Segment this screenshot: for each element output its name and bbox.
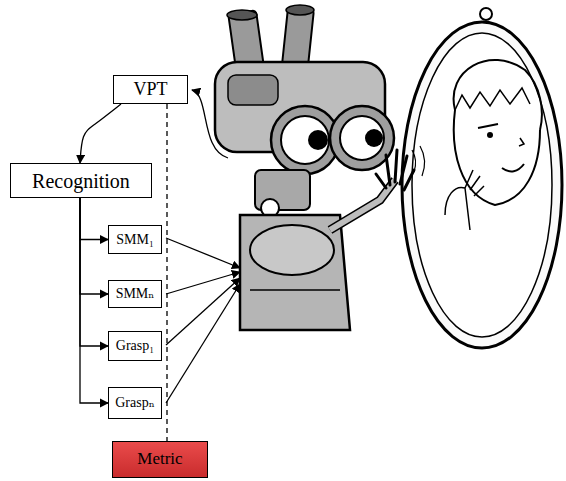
illustration-part [412, 146, 425, 176]
illustration-part [271, 106, 339, 174]
process-box: VPT [113, 75, 188, 104]
illustration-part [487, 132, 493, 138]
arrow-connector [80, 198, 108, 346]
illustration-part [166, 284, 240, 403]
illustration-part [340, 116, 384, 160]
illustration-part [228, 75, 278, 105]
illustration-part [166, 278, 240, 345]
illustration-part [166, 238, 240, 268]
illustration-part [166, 272, 240, 294]
arrow-connector [80, 198, 108, 240]
dashed-connector [166, 104, 167, 441]
illustration-part [282, 7, 314, 67]
node-label: Grasp₁ [116, 338, 154, 353]
illustration-part [478, 124, 498, 128]
arrow-connector [80, 198, 108, 294]
illustration-part [250, 289, 340, 291]
process-box: Recognition [10, 163, 152, 198]
node-label: Graspₙ [115, 395, 155, 410]
module-box: Grasp₁ [108, 331, 162, 361]
node-label: Metric [137, 450, 182, 469]
illustration-part [454, 60, 542, 130]
node-label: Recognition [32, 170, 130, 192]
arrow-connector [80, 198, 108, 403]
illustration-part [250, 225, 334, 275]
arrow-connector [80, 104, 121, 163]
module-box: SMMₙ [108, 280, 162, 308]
illustration-part [330, 106, 394, 170]
illustration-part [454, 110, 540, 205]
illustration-part [286, 5, 314, 15]
node-label: SMM₁ [116, 232, 154, 247]
illustration-part [376, 150, 414, 190]
illustration-part [455, 88, 530, 110]
node-label: SMMₙ [116, 286, 155, 301]
module-box: Graspₙ [108, 387, 162, 419]
illustration-part [281, 116, 329, 164]
illustration-part [519, 138, 524, 146]
node-label: VPT [133, 80, 167, 100]
illustration-part [365, 129, 383, 147]
robot [215, 5, 425, 330]
metric-box: Metric [112, 441, 208, 478]
illustration-part [227, 10, 257, 20]
illustration-part [308, 130, 328, 150]
illustration-part [402, 22, 562, 348]
illustration-part [445, 170, 484, 230]
mirror [402, 8, 562, 348]
illustration-part [192, 90, 228, 158]
illustration-part [412, 33, 552, 337]
module-box: SMM₁ [108, 225, 162, 254]
illustration-part [480, 8, 492, 20]
robot-arrows [166, 90, 240, 403]
illustration-part [502, 164, 524, 171]
